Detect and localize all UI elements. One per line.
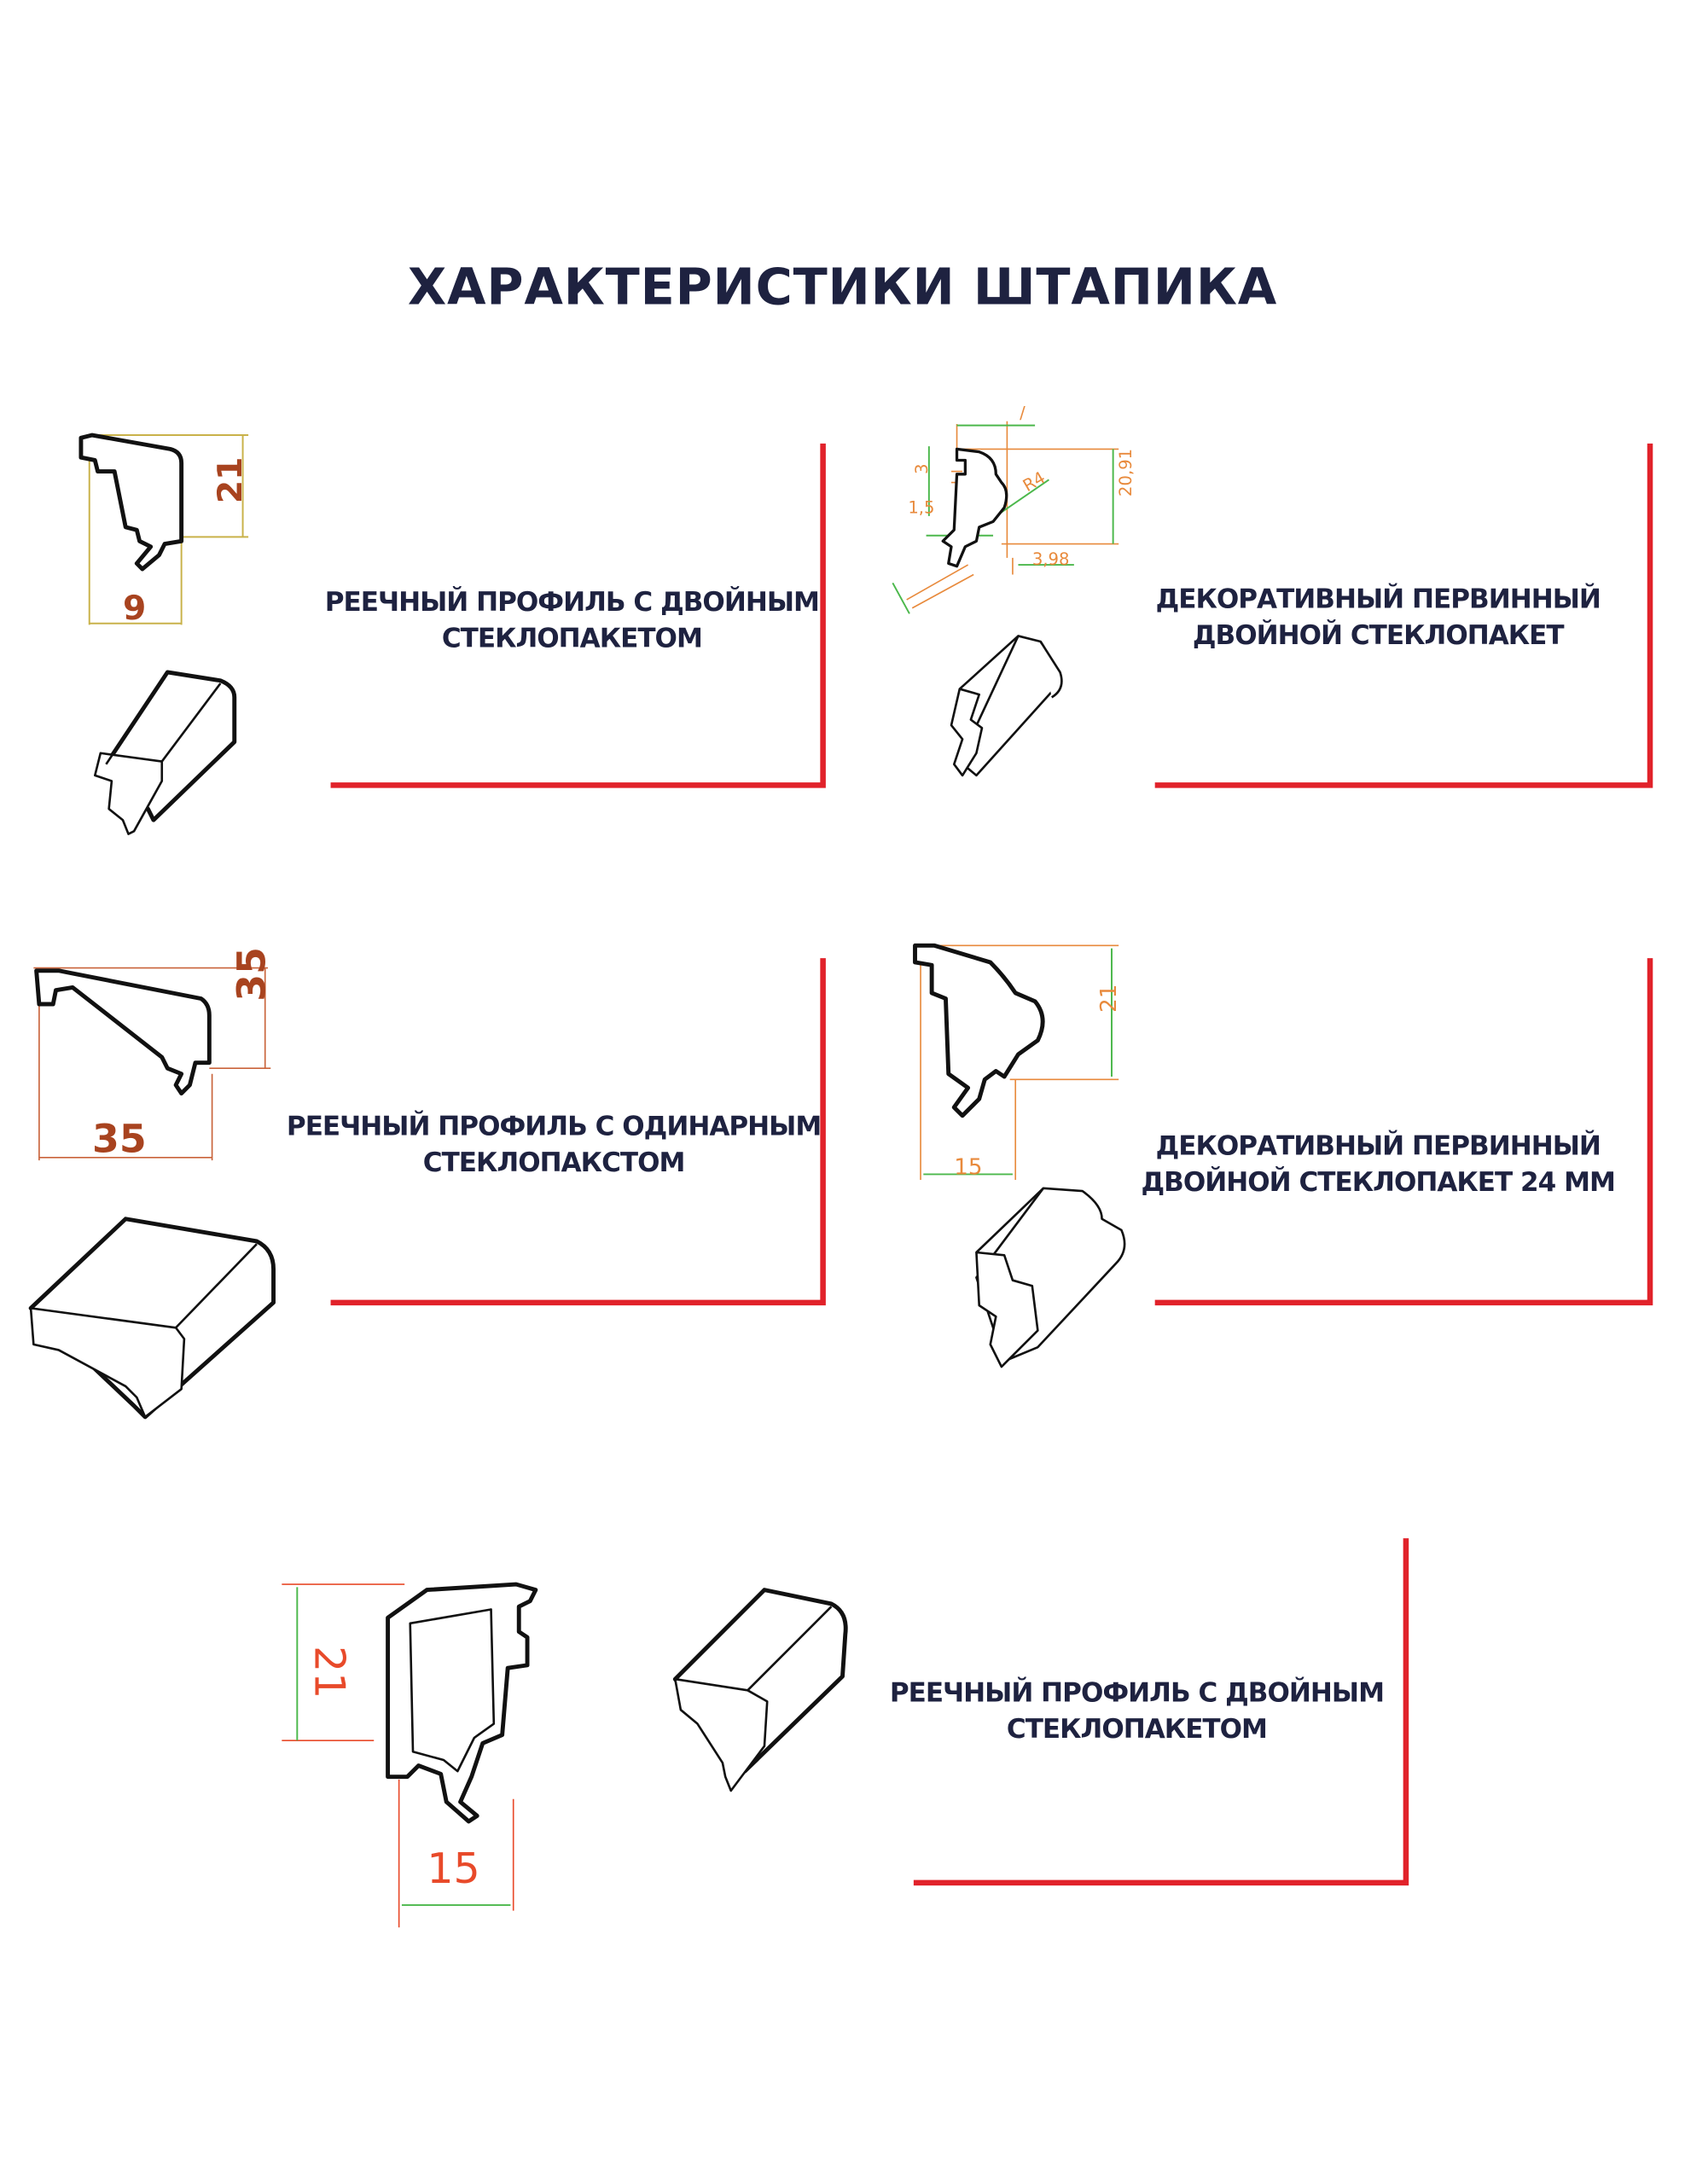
dim-top: / bbox=[1020, 403, 1026, 422]
panel-5: РЕЕЧНЫЙ ПРОФИЛЬ С ДВОЙНЫМ СТЕКЛОПАКЕТОМ … bbox=[282, 1538, 1409, 1928]
profile-section-drawing: 35 35 bbox=[33, 947, 275, 1161]
dim-3: 3 bbox=[912, 463, 932, 473]
dim-r4: R4 bbox=[1020, 468, 1049, 496]
panel-1: РЕЕЧНЫЙ ПРОФИЛЬ С ДВОЙНЫМ СТЕКЛОПАКЕТОМ … bbox=[78, 433, 826, 835]
panel-label-line1: РЕЕЧНЫЙ ПРОФИЛЬ С ДВОЙНЫМ bbox=[890, 1676, 1384, 1708]
dim-height: 20,91 bbox=[1116, 449, 1136, 497]
panel-label-line2: ДВОЙНОЙ СТЕКЛОПАКЕТ 24 ММ bbox=[1142, 1165, 1615, 1198]
panel-2: ДЕКОРАТИВНЫЙ ПЕРВИННЫЙ ДВОЙНОЙ СТЕКЛОПАК… bbox=[892, 403, 1653, 788]
profile-3d-drawing bbox=[975, 1187, 1126, 1368]
red-bracket bbox=[913, 1538, 1409, 1886]
profile-section-drawing: 21 15 bbox=[282, 1582, 538, 1928]
profile-section-drawing: 21 9 bbox=[78, 433, 250, 628]
dim-1-5: 1,5 bbox=[908, 498, 934, 518]
dim-height: 35 bbox=[230, 947, 275, 1002]
profile-3d-drawing bbox=[672, 1588, 848, 1792]
profile-section-drawing: 21 15 bbox=[913, 943, 1122, 1180]
red-bracket bbox=[330, 443, 826, 788]
dim-width: 15 bbox=[427, 1844, 479, 1893]
panel-4: ДЕКОРАТИВНЫЙ ПЕРВИННЫЙ ДВОЙНОЙ СТЕКЛОПАК… bbox=[913, 943, 1653, 1368]
profile-section-drawing: / 3 1,5 R4 20,91 3,98 bbox=[892, 403, 1136, 614]
panel-label-line1: РЕЕЧНЫЙ ПРОФИЛЬ С ОДИНАРНЫМ bbox=[287, 1110, 821, 1142]
panel-label-line1: ДЕКОРАТИВНЫЙ ПЕРВИННЫЙ bbox=[1156, 1130, 1601, 1162]
page-title: ХАРАКТЕРИСТИКИ ШТАПИКА bbox=[408, 257, 1277, 316]
panel-label-line2: СТЕКЛОПАКЕТОМ bbox=[442, 624, 702, 654]
red-bracket bbox=[1154, 958, 1653, 1306]
dim-width: 3,98 bbox=[1032, 549, 1070, 569]
profile-3d-drawing bbox=[28, 1217, 276, 1420]
panel-label-line1: ДЕКОРАТИВНЫЙ ПЕРВИННЫЙ bbox=[1156, 583, 1601, 615]
dim-height: 21 bbox=[212, 457, 250, 504]
dim-height: 21 bbox=[1096, 985, 1122, 1013]
panel-label-line1: РЕЕЧНЫЙ ПРОФИЛЬ С ДВОЙНЫМ bbox=[325, 585, 819, 618]
profile-3d-drawing bbox=[93, 670, 237, 835]
red-bracket bbox=[1154, 443, 1653, 788]
panel-label-line2: СТЕКЛОПАКСТОМ bbox=[423, 1147, 685, 1178]
dim-width: 9 bbox=[123, 590, 146, 628]
dim-height: 21 bbox=[305, 1646, 355, 1699]
panel-label-line2: СТЕКЛОПАКЕТОМ bbox=[1007, 1714, 1267, 1745]
profile-3d-drawing bbox=[950, 635, 1063, 777]
dim-width: 35 bbox=[92, 1116, 147, 1161]
dim-width: 15 bbox=[954, 1154, 982, 1180]
red-bracket bbox=[330, 958, 826, 1306]
panel-label-line2: ДВОЙНОЙ СТЕКЛОПАКЕТ bbox=[1193, 619, 1566, 651]
panel-3: РЕЕЧНЫЙ ПРОФИЛЬ С ОДИНАРНЫМ СТЕКЛОПАКСТО… bbox=[28, 947, 826, 1420]
